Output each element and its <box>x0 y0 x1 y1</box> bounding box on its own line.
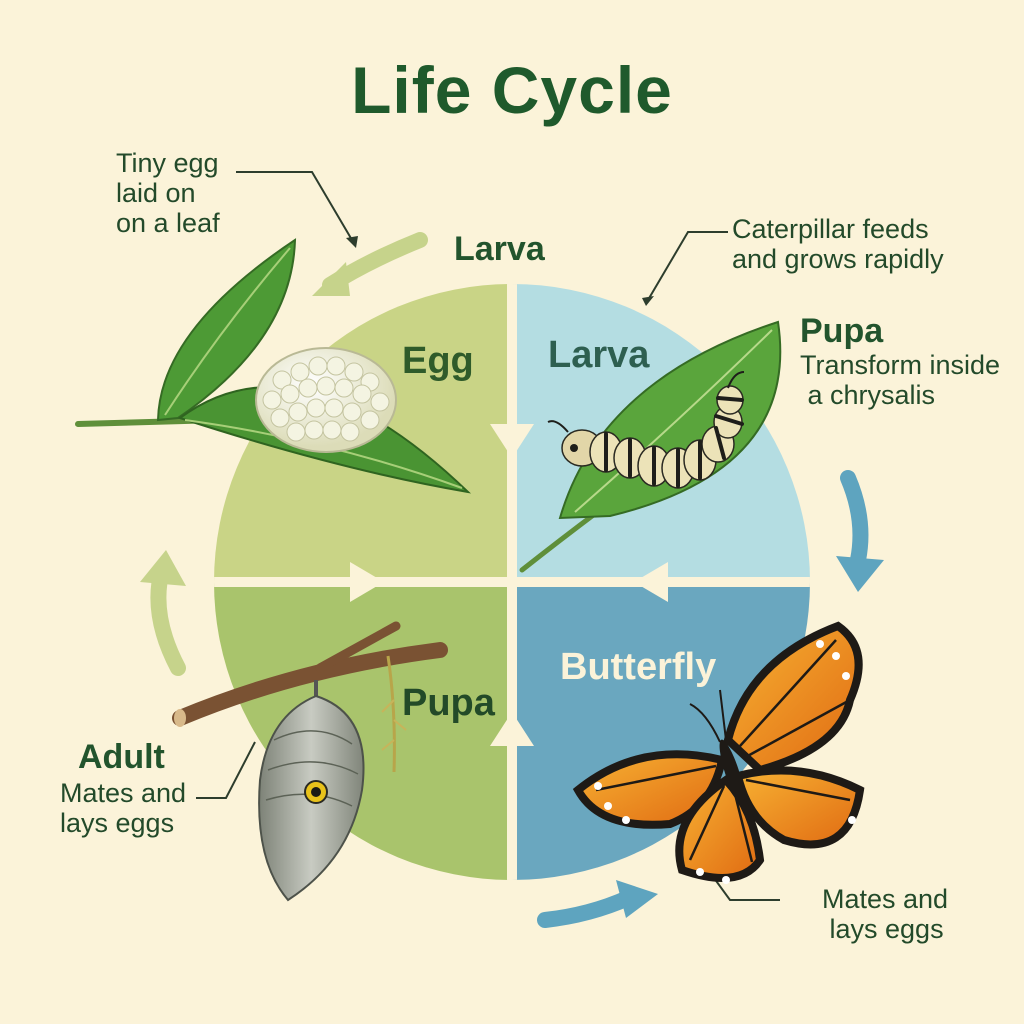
pupa-quadrant-label: Pupa <box>402 682 495 724</box>
page-title: Life Cycle <box>351 53 673 127</box>
cycle-arrow-icon <box>836 470 884 592</box>
inner-arrow-left-icon <box>634 562 668 602</box>
inner-arrow-down-icon <box>490 424 534 458</box>
vertical-divider <box>507 284 517 880</box>
pupa-heading: Pupa <box>800 312 884 350</box>
larva-heading: Larva <box>454 230 545 268</box>
branch-icon <box>172 621 448 773</box>
adult-heading: Adult <box>78 738 165 776</box>
butterfly-icon <box>572 621 865 884</box>
egg-quadrant-label: Egg <box>402 340 474 382</box>
leader-arrowhead-icon <box>346 236 358 248</box>
butterfly-annotation: Mates and lays eggs <box>822 884 949 945</box>
leader-lines <box>196 171 780 901</box>
cycle-arrow-icon <box>312 232 428 296</box>
chrysalis-icon <box>258 680 365 902</box>
larva-quadrant-label: Larva <box>548 334 650 376</box>
inner-arrow-up-icon <box>490 712 534 746</box>
egg-cluster-icon <box>255 347 397 453</box>
caterpillar-icon <box>547 371 745 489</box>
larva-annotation: Caterpillar feeds and grows rapidly <box>732 214 944 275</box>
butterfly-quadrant-label: Butterfly <box>560 646 717 688</box>
cycle-arrow-icon <box>140 550 186 676</box>
adult-annotation: Mates and lays eggs <box>60 778 187 839</box>
inner-arrow-right-icon <box>350 562 384 602</box>
cycle-arrow-icon <box>537 880 658 928</box>
pupa-annotation: Transform inside a chrysalis <box>800 350 1001 411</box>
leader-arrowhead-icon <box>642 296 654 306</box>
egg-annotation: Tiny egg laid on on a leaf <box>116 148 220 239</box>
